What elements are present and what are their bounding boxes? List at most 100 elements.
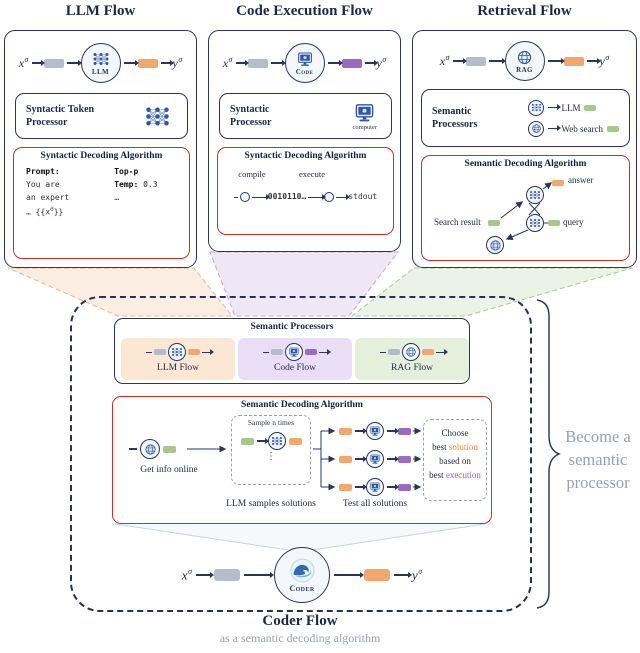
mini-web-node (528, 120, 545, 137)
search-result-token-chip (163, 445, 176, 453)
answer-label: answer (568, 175, 594, 185)
processor-label-line2: Processor (230, 117, 272, 128)
line (129, 448, 137, 450)
sigma: σ (24, 55, 29, 64)
get-info-caption: Get info online (140, 465, 198, 475)
llm-mini-node (168, 343, 186, 362)
prompt-line2: an expert (26, 192, 70, 202)
arrow (547, 56, 565, 65)
output-y-sigma: yσ (412, 567, 422, 583)
coder-node-label: Coder (289, 584, 315, 593)
computer-icon (369, 425, 381, 437)
rag-flow-label: RAG Flow (391, 363, 433, 374)
globe-icon (144, 443, 157, 456)
y: y (172, 56, 178, 70)
test-flow-2 (339, 450, 411, 468)
input-token-chip (271, 349, 283, 356)
arrow (308, 193, 327, 201)
output-token-chip (305, 349, 317, 356)
processor-label: Semantic Processors (422, 105, 477, 131)
syntactic-token-processor-box: Syntactic Token Processor (15, 93, 188, 139)
processor-label-line1: Syntactic (230, 104, 270, 115)
sigma: σ (605, 53, 610, 62)
arrow (548, 124, 562, 132)
y: y (412, 567, 418, 583)
semantic-processors-box: Semantic Processors LLM Flow (114, 318, 470, 384)
result-token-chip (607, 125, 619, 132)
sample-caption: LLM samples solutions (226, 499, 316, 509)
input-token-chip (465, 56, 486, 66)
llm-cycle-node (526, 186, 544, 204)
arrow (394, 570, 412, 579)
choose-text: Choose best solution based on best execu… (424, 420, 486, 483)
mini-llm-node (528, 99, 545, 116)
rag-mini-node (402, 343, 420, 362)
caption-subtitle: as a semantic decoding algorithm (219, 631, 381, 645)
search-result-token-chip (488, 220, 500, 226)
sigma: σ (445, 53, 450, 62)
top-p-label: Top-p (114, 167, 139, 176)
choose-best-box: Choose best solution based on best execu… (423, 419, 487, 501)
computer-icon (369, 453, 381, 465)
arrow (488, 56, 506, 65)
rag-flow-section: RAG Flow (355, 338, 469, 380)
output-token-chip (188, 349, 200, 356)
algorithm-title: Semantic Decoding Algorithm (464, 159, 587, 169)
sigma: σ (188, 566, 192, 576)
llm-row-label: LLM (561, 102, 581, 113)
caption-title: Coder Flow (262, 613, 338, 629)
sigma: σ (50, 205, 54, 213)
llm-processor-row: LLM (528, 99, 619, 116)
y: y (376, 56, 382, 70)
choose-line1: Choose (441, 428, 469, 438)
rag-node-label: RAG (516, 65, 533, 74)
llm-panel: xσ LLM yσ Syntactic Token Processor Synt… (4, 30, 197, 268)
vertical-ellipsis: ⋮ (266, 451, 276, 462)
query-label: query (563, 217, 584, 227)
llm-sample-node (267, 432, 286, 450)
arrow (586, 56, 601, 65)
brace-line3: processor (566, 472, 630, 492)
arrow (244, 570, 274, 579)
retrieval-panel: xσ RAG yσ Semantic Processors LLM (412, 30, 637, 268)
test-caption: Test all solutions (342, 499, 408, 509)
solution-token-chip (339, 455, 352, 463)
solution-word: solution (448, 441, 478, 452)
algorithm-title: Semantic Decoding Algorithm (241, 400, 363, 410)
search-result-label: Search result (434, 217, 481, 227)
prompt-line1: You are (26, 179, 60, 189)
execution-node (366, 478, 384, 496)
code-node: Code (284, 43, 325, 83)
execution-token-chip (398, 427, 411, 435)
output-token-chip (341, 58, 362, 68)
llm-flow-label: LLM Flow (157, 363, 199, 374)
llm-cycle-node (526, 214, 544, 232)
line (380, 351, 386, 353)
line (146, 351, 152, 353)
rag-mini-flow (380, 343, 448, 362)
semantic-processors-box: Semantic Processors LLM Web search (421, 89, 630, 147)
params-ellipsis: … (114, 192, 120, 202)
processor-label-line2: Processor (26, 117, 68, 128)
answer-token-chip (552, 180, 564, 186)
globe-icon (516, 49, 533, 66)
search-engine-node (486, 236, 504, 254)
compile-execute-flow: 0010110… stdout (218, 191, 393, 204)
solution-token-chip (339, 427, 352, 435)
processor-label: Syntactic Token Processor (16, 103, 94, 129)
best-word: best (429, 469, 446, 480)
arrow (31, 58, 45, 67)
processor-label: Syntactic Processor (220, 103, 271, 129)
x: x (222, 56, 229, 70)
input-token-chip (240, 437, 254, 445)
line (263, 351, 269, 353)
rag-main-flow: xσ RAG yσ (413, 40, 636, 82)
arrow (355, 426, 367, 435)
arrow (319, 348, 331, 356)
input-token-chip (154, 349, 166, 356)
sigma: σ (178, 55, 183, 64)
web-search-processor-row: Web search (528, 120, 619, 137)
input-token-chip (214, 569, 240, 581)
output-y-sigma: yσ (600, 53, 610, 69)
